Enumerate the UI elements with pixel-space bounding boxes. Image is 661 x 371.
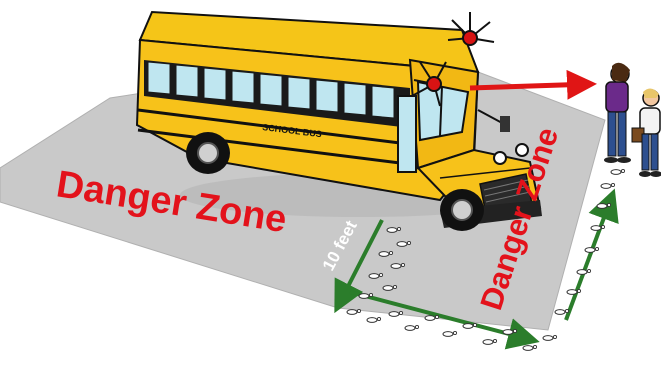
bus-rear-wheel [186, 132, 230, 174]
child-figure-icon [604, 62, 631, 163]
green-arrow-side [334, 219, 384, 314]
flashing-light-icon [447, 12, 495, 46]
green-arrow-bottom [349, 290, 540, 350]
green-arrow-front [564, 188, 619, 321]
red-sight-arrow [469, 69, 597, 100]
child-figure-icon [631, 88, 661, 177]
bus-front-wheel [440, 189, 484, 231]
flashing-light-icon [411, 61, 447, 107]
school-bus-icon: SCHOOL BUS [135, 10, 542, 228]
